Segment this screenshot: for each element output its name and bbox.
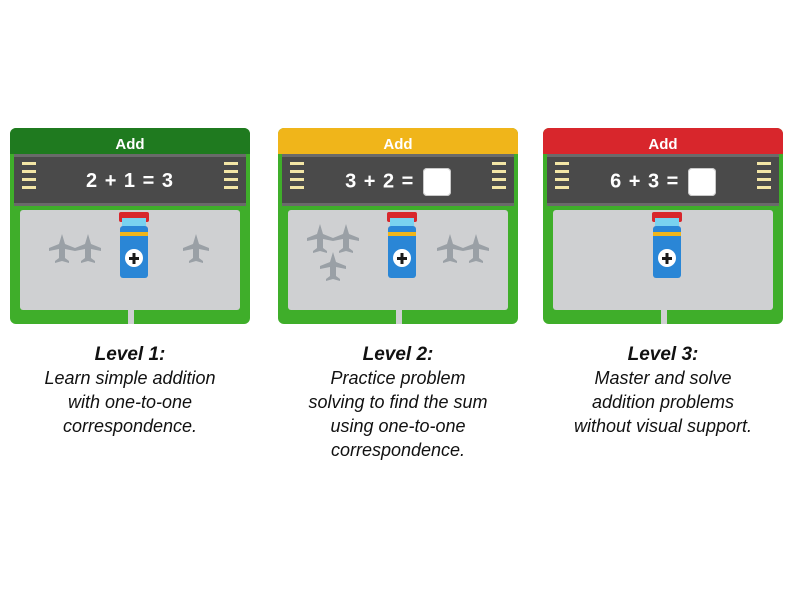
control-tower-icon [652, 212, 682, 278]
level-3-panel: Add 6 + 3 = Level 3: Master and solve ad… [543, 0, 783, 600]
equation: 6 + 3 = [543, 168, 783, 196]
equation: 3 + 2 = [278, 168, 518, 196]
level-2-game-card [278, 128, 518, 324]
answer-box[interactable] [422, 168, 451, 196]
level-description: Learn simple addition with one-to-one co… [44, 368, 216, 436]
level-2-panel: Add 3 + 2 = Level 2: Practice problem so… [278, 0, 518, 600]
card-illustration [10, 128, 250, 324]
control-tower-icon [119, 212, 149, 278]
level-1-game-card [10, 128, 250, 324]
level-1-panel: Add 2 + 1 = 3 Level 1: Learn simple addi… [10, 0, 250, 600]
runway [282, 154, 514, 206]
card-illustration [543, 128, 783, 324]
answer-box[interactable] [687, 168, 716, 196]
card-title: Add [115, 136, 145, 153]
airplane-icon [49, 234, 209, 263]
runway [14, 154, 246, 206]
level-title: Level 2: [362, 344, 434, 365]
card-title: Add [648, 136, 678, 153]
equation: 2 + 1 = 3 [86, 170, 174, 192]
level-3-game-card [543, 128, 783, 324]
runway [547, 154, 779, 206]
level-description: Master and solve addition problems witho… [573, 368, 753, 436]
control-tower-icon [387, 212, 417, 278]
level-title: Level 3: [627, 344, 699, 365]
level-description: Practice problem solving to find the sum… [308, 368, 488, 460]
level-title: Level 1: [94, 344, 166, 365]
card-title: Add [383, 136, 413, 153]
card-illustration [278, 128, 518, 324]
airplane-icon [307, 224, 489, 281]
